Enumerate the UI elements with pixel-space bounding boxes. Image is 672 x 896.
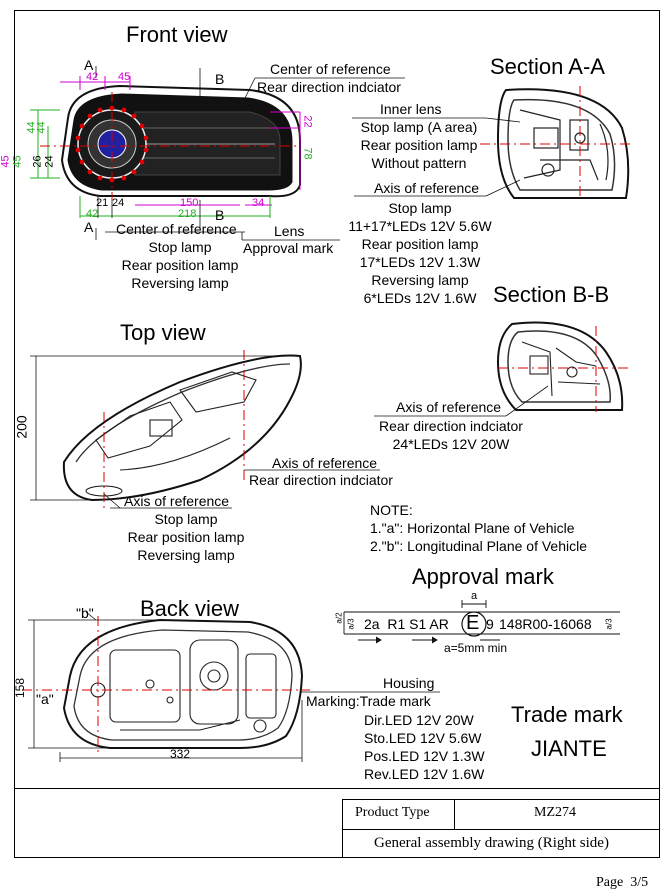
- dim-45-left: 45: [0, 155, 12, 168]
- dim-45-top: 45: [118, 71, 131, 83]
- section-mark-a-bottom: A: [84, 219, 94, 235]
- section-aa-drawing: [352, 86, 630, 200]
- section-aa-item: Rear position lamp: [360, 137, 478, 153]
- rear-direction-label: Rear direction indciator: [257, 79, 401, 95]
- center-of-reference-label: Center of reference: [270, 61, 391, 77]
- product-type-label: Product Type: [355, 805, 430, 820]
- front-view-title: Front view: [126, 22, 228, 47]
- section-mark-b-bottom: B: [215, 207, 225, 223]
- dim-42-top: 42: [86, 71, 99, 83]
- dim-332: 332: [170, 747, 191, 761]
- dim-42-bottom: 42: [86, 208, 99, 220]
- drawing-border: [14, 10, 660, 789]
- dim-78: 78: [301, 147, 314, 160]
- section-bb-list: Rear direction indciator 24*LEDs 12V 20W: [366, 417, 536, 453]
- section-aa-lamp-list: Stop lamp (A area) Rear position lamp Wi…: [346, 118, 492, 172]
- approval-e-number: 9: [486, 616, 494, 632]
- dim-45-left2: 45: [11, 155, 24, 168]
- top-lamp-item: Rear position lamp: [127, 529, 245, 545]
- spec-item: Reversing lamp: [371, 272, 469, 288]
- section-mark-a-top: A: [84, 57, 94, 73]
- drawing-description: General assembly drawing (Right side): [374, 835, 609, 851]
- approval-e-letter: E: [466, 612, 480, 634]
- front-lamp-item: Rear position lamp: [121, 257, 239, 273]
- title-block-col-divider: [342, 799, 455, 830]
- approval-a3-left: a/3: [346, 618, 356, 630]
- approval-a-min: a=5mm min: [444, 641, 508, 655]
- dim-34: 34: [252, 197, 265, 209]
- approval-mark-graphic: [343, 600, 620, 644]
- approval-a2: a/2: [334, 612, 344, 624]
- back-view-title: Back view: [140, 596, 240, 621]
- trade-mark-title: Trade mark: [511, 702, 623, 727]
- approval-a3-right: a/3: [604, 618, 614, 630]
- front-lamp-item: Reversing lamp: [131, 275, 229, 291]
- note-item: 1."a": Horizontal Plane of Vehicle: [370, 520, 575, 536]
- spec-item: Stop lamp: [388, 200, 452, 216]
- back-a-label: "a": [36, 691, 54, 707]
- inner-lens-label: Inner lens: [380, 101, 442, 117]
- approval-code-right: 148R00-16068: [499, 616, 592, 632]
- page-number: Page 3/5: [596, 875, 649, 890]
- section-bb-item: Rear direction indciator: [379, 418, 523, 434]
- spec-item: 6*LEDs 12V 1.6W: [363, 290, 477, 306]
- note-item: 2."b": Longitudinal Plane of Vehicle: [370, 538, 587, 554]
- dim-150: 150: [180, 197, 199, 209]
- section-bb-drawing: [374, 321, 630, 417]
- housing-led-item: Rev.LED 12V 1.6W: [364, 766, 485, 782]
- section-bb-title: Section B-B: [493, 282, 610, 307]
- axis-of-reference-top-right: Axis of reference: [272, 455, 378, 471]
- lens-label: Lens: [274, 223, 305, 239]
- housing-label: Housing: [383, 675, 435, 691]
- housing-led-item: Sto.LED 12V 5.6W: [364, 730, 482, 746]
- dim-44b: 44: [35, 121, 48, 134]
- spec-item: 17*LEDs 12V 1.3W: [359, 254, 481, 270]
- top-view-title: Top view: [120, 320, 206, 345]
- front-lamp-list: Stop lamp Rear position lamp Reversing l…: [110, 238, 250, 292]
- top-lamp-list: Stop lamp Rear position lamp Reversing l…: [106, 510, 266, 564]
- rear-direction-top-label: Rear direction indciator: [249, 472, 393, 488]
- housing-led-item: Dir.LED 12V 20W: [364, 712, 474, 728]
- section-aa-item: Without pattern: [371, 155, 467, 171]
- front-lamp-item: Stop lamp: [148, 239, 212, 255]
- trade-mark-name: JIANTE: [531, 736, 607, 761]
- center-of-reference-bottom: Center of reference: [116, 221, 237, 237]
- dim-218: 218: [178, 208, 197, 220]
- top-lamp-item: Reversing lamp: [137, 547, 235, 563]
- housing-led-item: Pos.LED 12V 1.3W: [364, 748, 485, 764]
- axis-of-reference-top-left: Axis of reference: [124, 493, 230, 509]
- section-aa-spec-list: Stop lamp 11+17*LEDs 12V 5.6W Rear posit…: [340, 199, 500, 307]
- axis-of-reference-bb: Axis of reference: [396, 399, 502, 415]
- axis-of-reference-aa: Axis of reference: [374, 180, 480, 196]
- note-block: NOTE: 1."a": Horizontal Plane of Vehicle…: [370, 501, 587, 555]
- dim-158: 158: [13, 677, 28, 699]
- front-view-lamp: [30, 66, 405, 241]
- dim-22: 22: [301, 115, 314, 128]
- dim-200: 200: [13, 415, 30, 439]
- approval-code-left: 2a R1 S1 AR: [364, 616, 449, 632]
- back-view-drawing: [22, 611, 440, 762]
- note-title: NOTE:: [370, 502, 413, 518]
- top-lamp-item: Stop lamp: [154, 511, 218, 527]
- dim-24: 24: [43, 155, 56, 168]
- approval-a-top: a: [471, 590, 478, 602]
- product-type-value: MZ274: [534, 805, 576, 820]
- dim-21: 21: [96, 197, 109, 209]
- section-aa-item: Stop lamp (A area): [360, 119, 478, 135]
- top-view-drawing: [30, 350, 380, 510]
- approval-mark-title: Approval mark: [412, 564, 554, 589]
- housing-led-list: Dir.LED 12V 20W Sto.LED 12V 5.6W Pos.LED…: [364, 711, 485, 783]
- back-b-label: "b": [76, 605, 94, 621]
- section-mark-b-top: B: [215, 71, 225, 87]
- dim-26: 26: [31, 155, 44, 168]
- section-aa-title: Section A-A: [490, 54, 605, 79]
- approval-mark-label: Approval mark: [243, 240, 334, 256]
- marking-label: Marking:Trade mark: [306, 693, 431, 709]
- spec-item: Rear position lamp: [361, 236, 479, 252]
- section-bb-item: 24*LEDs 12V 20W: [392, 436, 510, 452]
- dim-24-bottom: 24: [112, 197, 125, 209]
- spec-item: 11+17*LEDs 12V 5.6W: [348, 218, 492, 234]
